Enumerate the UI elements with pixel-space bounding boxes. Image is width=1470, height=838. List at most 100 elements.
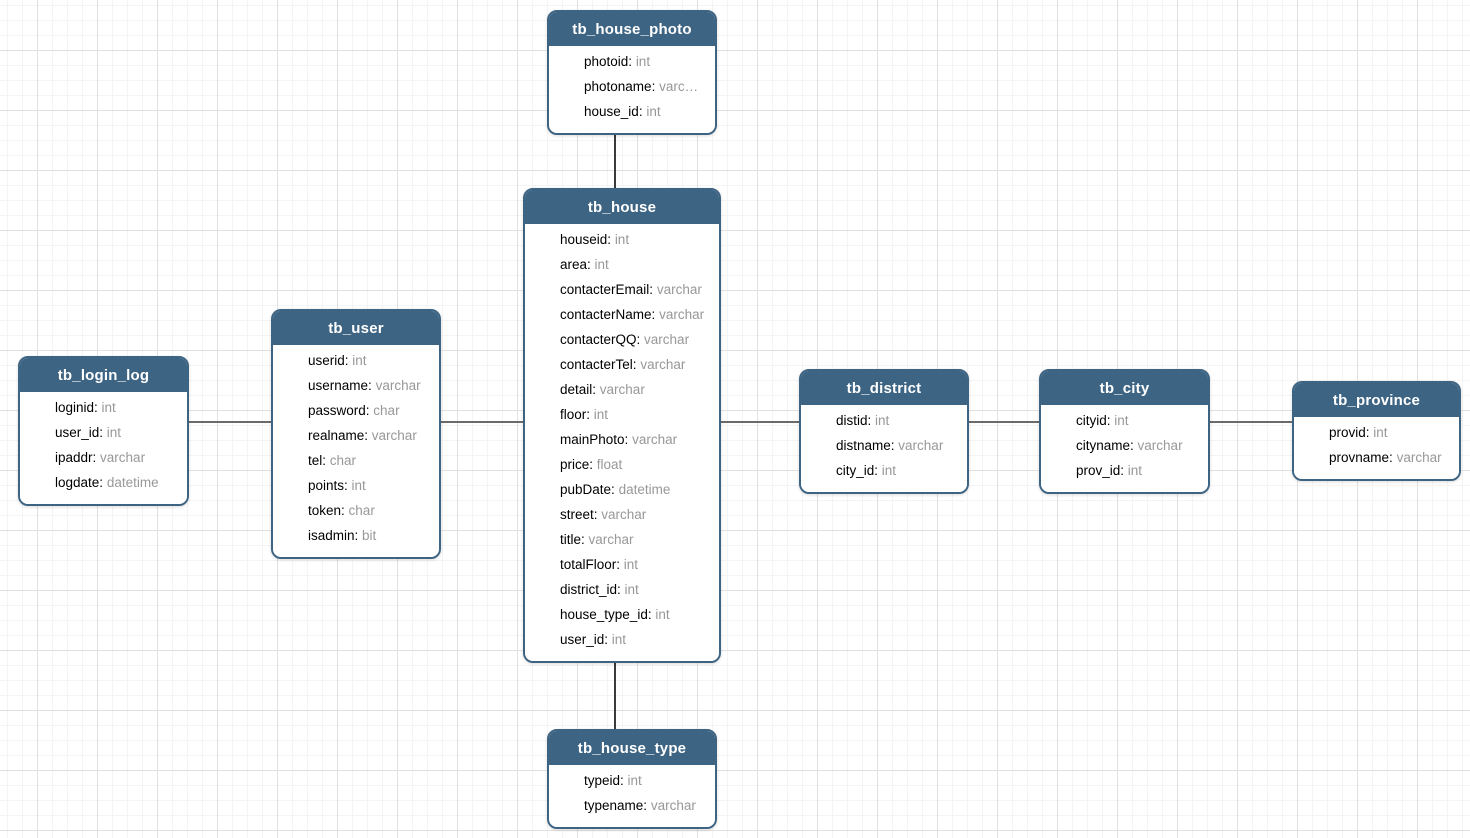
- field-row[interactable]: city_id: int: [801, 458, 967, 483]
- field-row[interactable]: token: char: [273, 498, 439, 523]
- field-row[interactable]: houseid: int: [525, 227, 719, 252]
- field-row[interactable]: contacterTel: varchar: [525, 352, 719, 377]
- field-separator: :: [344, 353, 353, 368]
- connector-tb_house-tb_house_type[interactable]: [614, 662, 616, 731]
- field-row[interactable]: prov_id: int: [1041, 458, 1208, 483]
- field-row[interactable]: cityid: int: [1041, 408, 1208, 433]
- field-separator: :: [604, 632, 612, 647]
- field-row[interactable]: district_id: int: [525, 577, 719, 602]
- field-separator: :: [344, 478, 352, 493]
- field-row[interactable]: typename: varchar: [549, 793, 715, 818]
- field-name: totalFloor: [560, 557, 617, 572]
- field-separator: :: [1130, 438, 1138, 453]
- field-row[interactable]: password: char: [273, 398, 439, 423]
- field-row[interactable]: totalFloor: int: [525, 552, 719, 577]
- field-type: varchar: [659, 307, 705, 322]
- field-type: varchar: [656, 282, 702, 297]
- field-type: datetime: [106, 475, 159, 490]
- field-row[interactable]: typeid: int: [549, 768, 715, 793]
- field-row[interactable]: mainPhoto: varchar: [525, 427, 719, 452]
- field-separator: :: [632, 357, 641, 372]
- field-row[interactable]: distname: varchar: [801, 433, 967, 458]
- field-row[interactable]: user_id: int: [525, 627, 719, 652]
- field-row[interactable]: title: varchar: [525, 527, 719, 552]
- field-row[interactable]: distid: int: [801, 408, 967, 433]
- table-title[interactable]: tb_login_log: [20, 358, 187, 392]
- field-row[interactable]: isadmin: bit: [273, 523, 439, 548]
- field-separator: :: [890, 438, 899, 453]
- connector-tb_user-tb_house[interactable]: [439, 421, 525, 423]
- connector-tb_house-tb_district[interactable]: [719, 421, 801, 423]
- field-row[interactable]: photoid: int: [549, 49, 715, 74]
- table-title[interactable]: tb_house_photo: [549, 12, 715, 46]
- field-row[interactable]: photoname: varc…: [549, 74, 715, 99]
- field-separator: :: [651, 79, 660, 94]
- table-title[interactable]: tb_city: [1041, 371, 1208, 405]
- field-name: points: [308, 478, 345, 493]
- field-separator: :: [341, 503, 349, 518]
- field-row[interactable]: realname: varchar: [273, 423, 439, 448]
- field-name: street: [560, 507, 594, 522]
- field-separator: :: [649, 282, 657, 297]
- connector-tb_city-tb_province[interactable]: [1208, 421, 1294, 423]
- field-row[interactable]: street: varchar: [525, 502, 719, 527]
- table-title[interactable]: tb_province: [1294, 383, 1459, 417]
- field-row[interactable]: user_id: int: [20, 420, 187, 445]
- field-row[interactable]: contacterName: varchar: [525, 302, 719, 327]
- table-title[interactable]: tb_house: [525, 190, 719, 224]
- field-row[interactable]: loginid: int: [20, 395, 187, 420]
- table-title[interactable]: tb_user: [273, 311, 439, 345]
- field-row[interactable]: contacterQQ: varchar: [525, 327, 719, 352]
- field-type: int: [646, 104, 661, 119]
- field-row[interactable]: price: float: [525, 452, 719, 477]
- field-name: house_type_id: [560, 607, 648, 622]
- field-separator: :: [874, 463, 882, 478]
- table-title[interactable]: tb_house_type: [549, 731, 715, 765]
- field-row[interactable]: points: int: [273, 473, 439, 498]
- field-type: int: [614, 232, 630, 247]
- field-name: isadmin: [308, 528, 355, 543]
- field-name: provid: [1329, 425, 1366, 440]
- connector-tb_login_log-tb_user[interactable]: [187, 421, 273, 423]
- field-row[interactable]: userid: int: [273, 348, 439, 373]
- field-type: int: [881, 463, 897, 478]
- field-name: contacterName: [560, 307, 652, 322]
- field-name: title: [560, 532, 582, 547]
- table-title[interactable]: tb_district: [801, 371, 967, 405]
- field-type: int: [623, 557, 639, 572]
- field-row[interactable]: detail: varchar: [525, 377, 719, 402]
- field-separator: :: [368, 378, 376, 393]
- connector-tb_house_photo-tb_house[interactable]: [614, 130, 616, 190]
- field-row[interactable]: house_type_id: int: [525, 602, 719, 627]
- field-row[interactable]: house_id: int: [549, 99, 715, 124]
- field-row[interactable]: provid: int: [1294, 420, 1459, 445]
- field-row[interactable]: logdate: datetime: [20, 470, 187, 495]
- field-name: photoname: [584, 79, 652, 94]
- field-row[interactable]: username: varchar: [273, 373, 439, 398]
- field-name: contacterQQ: [560, 332, 637, 347]
- field-row[interactable]: floor: int: [525, 402, 719, 427]
- field-row[interactable]: provname: varchar: [1294, 445, 1459, 470]
- field-row[interactable]: contacterEmail: varchar: [525, 277, 719, 302]
- field-row[interactable]: tel: char: [273, 448, 439, 473]
- field-row[interactable]: ipaddr: varchar: [20, 445, 187, 470]
- field-name: user_id: [55, 425, 100, 440]
- field-type: int: [655, 607, 670, 622]
- field-row[interactable]: cityname: varchar: [1041, 433, 1208, 458]
- field-row[interactable]: area: int: [525, 252, 719, 277]
- connector-tb_district-tb_city[interactable]: [967, 421, 1041, 423]
- field-row[interactable]: pubDate: datetime: [525, 477, 719, 502]
